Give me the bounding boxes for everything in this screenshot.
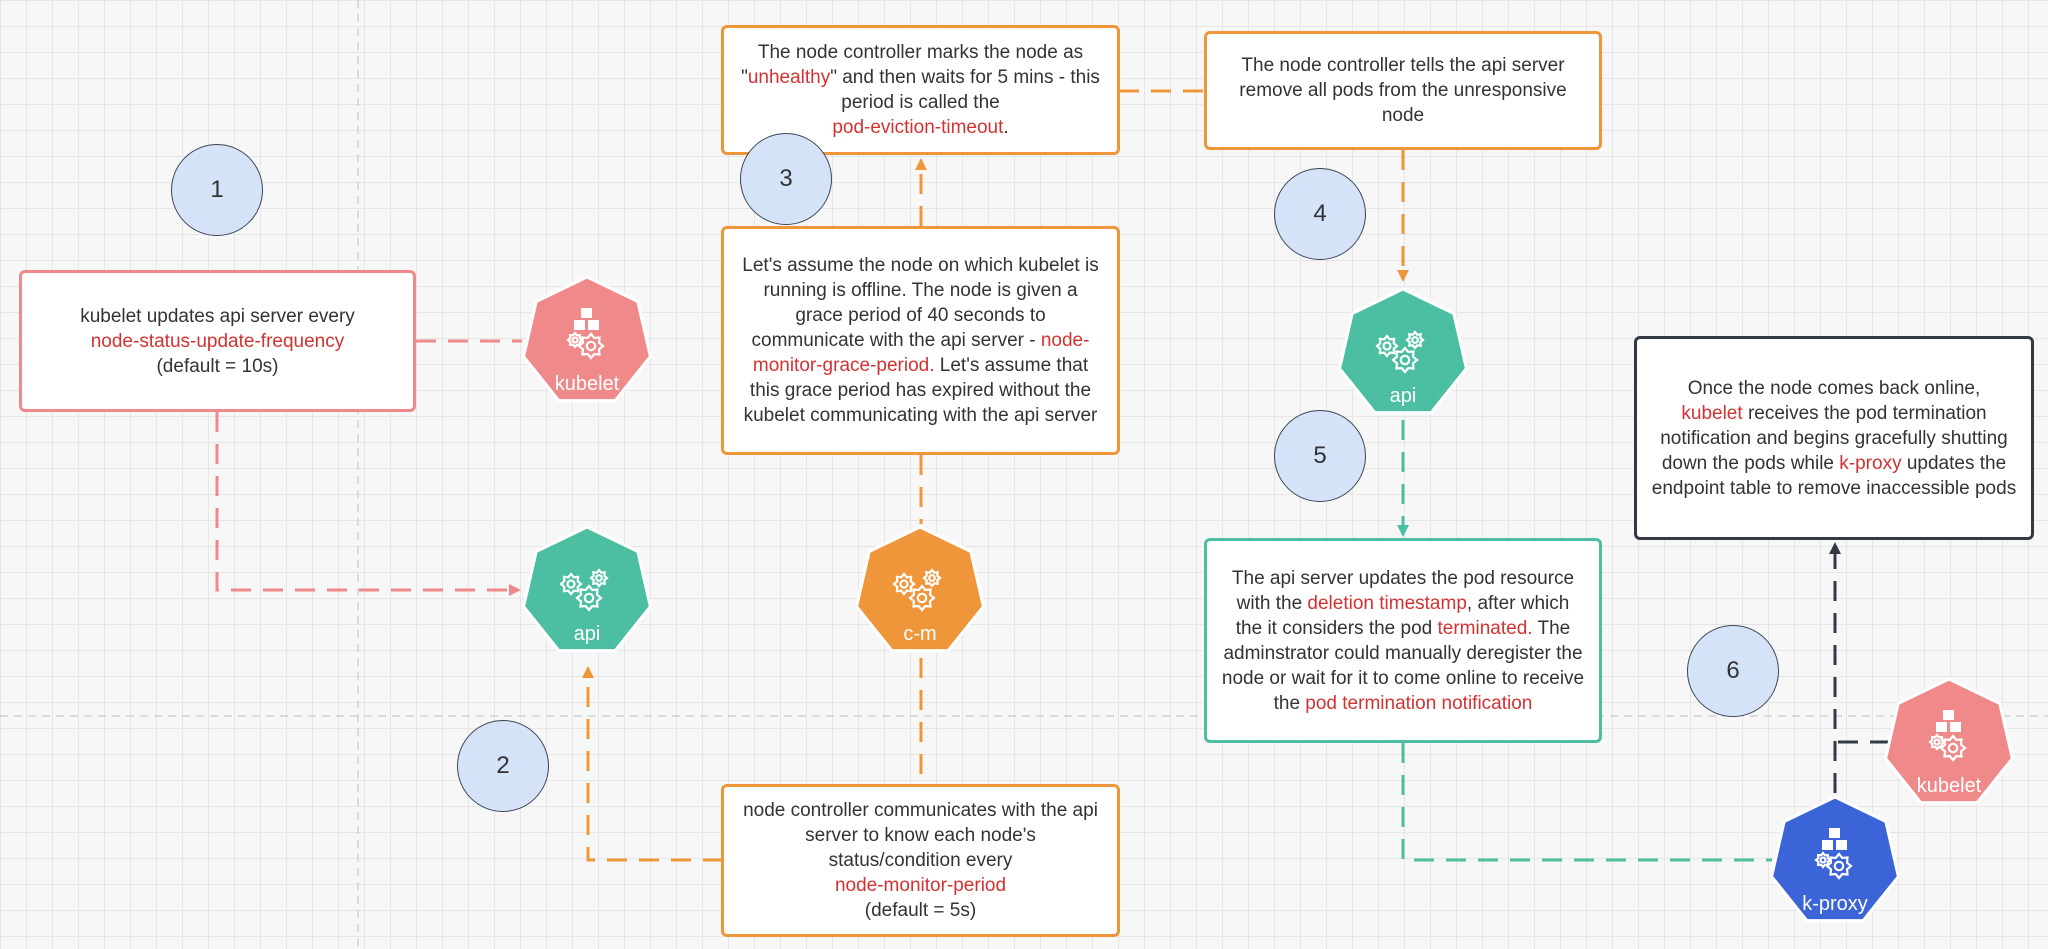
gears-icon — [1337, 287, 1469, 415]
remove-pods-text: The node controller tells the api server… — [1239, 55, 1567, 126]
grace-period-box: Let's assume the node on which kubelet i… — [721, 226, 1120, 455]
api-left-label: api — [573, 623, 601, 645]
api-node-right: api — [1336, 285, 1470, 419]
cm-node: c-m — [853, 523, 987, 657]
step-circle-6: 6 — [1687, 625, 1779, 717]
kubelet-top-label: kubelet — [554, 373, 620, 395]
back-online-box: Once the node comes back online,kubelet … — [1634, 336, 2034, 540]
kubelet-node-bottom: kubelet — [1882, 675, 2016, 809]
kubelet-update-text: kubelet updates api server every node-st… — [80, 305, 355, 377]
kubelet-node-top: kubelet — [520, 273, 654, 407]
step-circle-3: 3 — [740, 133, 832, 225]
unhealthy-text: The node controller marks the node as "u… — [741, 42, 1100, 138]
back-online-text: Once the node comes back online,kubelet … — [1651, 377, 2017, 499]
step-circle-5: 5 — [1274, 410, 1366, 502]
cubes-gears-icon — [1769, 795, 1901, 923]
step-circle-1: 1 — [171, 144, 263, 236]
gears-icon — [854, 525, 986, 653]
cubes-gears-icon — [521, 275, 653, 403]
gears-icon — [1375, 330, 1425, 374]
node-controller-box: node controller communicates with the ap… — [721, 784, 1120, 937]
gears-icon — [566, 331, 605, 360]
cubes-icon — [1822, 828, 1847, 850]
step-circle-4: 4 — [1274, 168, 1366, 260]
arrow-node-controller-to-api — [582, 666, 723, 862]
kubelet-update-box: kubelet updates api server every node-st… — [19, 270, 416, 412]
unhealthy-box: The node controller marks the node as "u… — [721, 25, 1120, 155]
remove-pods-box: The node controller tells the api server… — [1204, 31, 1602, 150]
gears-icon — [559, 568, 609, 612]
node-controller-text: node controller communicates with the ap… — [743, 800, 1098, 921]
cm-label: c-m — [903, 623, 937, 645]
gears-icon — [1928, 733, 1967, 762]
deletion-timestamp-box: The api server updates the pod resource … — [1204, 538, 1602, 743]
api-right-label: api — [1389, 385, 1417, 407]
gears-icon — [521, 525, 653, 653]
gears-icon — [892, 568, 942, 612]
deletion-timestamp-text: The api server updates the pod resource … — [1221, 567, 1585, 714]
kproxy-label: k-proxy — [1802, 893, 1868, 915]
cubes-icon — [574, 308, 599, 330]
arrow-kubelet-to-api — [215, 412, 521, 596]
gears-icon — [1814, 851, 1853, 880]
connector-deletion-to-kproxy — [1401, 743, 1772, 862]
step-circle-2: 2 — [457, 720, 549, 812]
api-node-left: api — [520, 523, 654, 657]
grace-period-text: Let's assume the node on which kubelet i… — [742, 255, 1099, 426]
kproxy-node: k-proxy — [1768, 793, 1902, 927]
kubelet-bottom-label: kubelet — [1916, 775, 1982, 797]
cubes-gears-icon — [1883, 677, 2015, 805]
cubes-icon — [1936, 710, 1961, 732]
